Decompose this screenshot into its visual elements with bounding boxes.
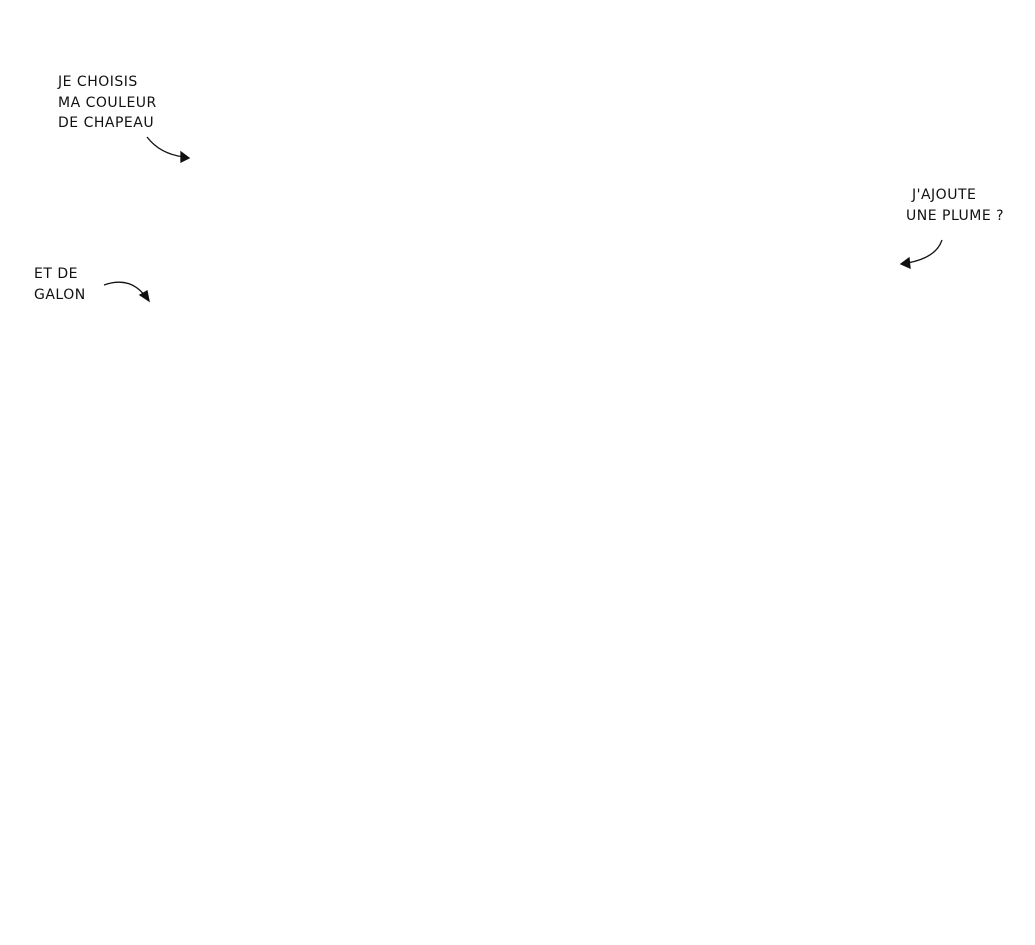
annotation-line: de chapeau xyxy=(58,115,155,131)
hat-color-annotation: je choisis ma couleur de chapeau xyxy=(58,72,157,134)
feather-annotation: j'ajoute une plume ? xyxy=(906,185,1004,226)
annotation-line: et de xyxy=(34,266,78,282)
arrow-icon xyxy=(146,136,191,164)
arrow-icon xyxy=(899,239,943,270)
annotation-line: j'ajoute xyxy=(912,187,977,203)
annotation-line: ma couleur xyxy=(58,94,157,111)
annotation-line: une plume ? xyxy=(906,207,1005,224)
arrow-icon xyxy=(103,281,150,303)
annotation-line: je choisis xyxy=(58,74,138,90)
ribbon-annotation: et de galon xyxy=(34,264,86,305)
annotation-line: galon xyxy=(34,286,86,303)
